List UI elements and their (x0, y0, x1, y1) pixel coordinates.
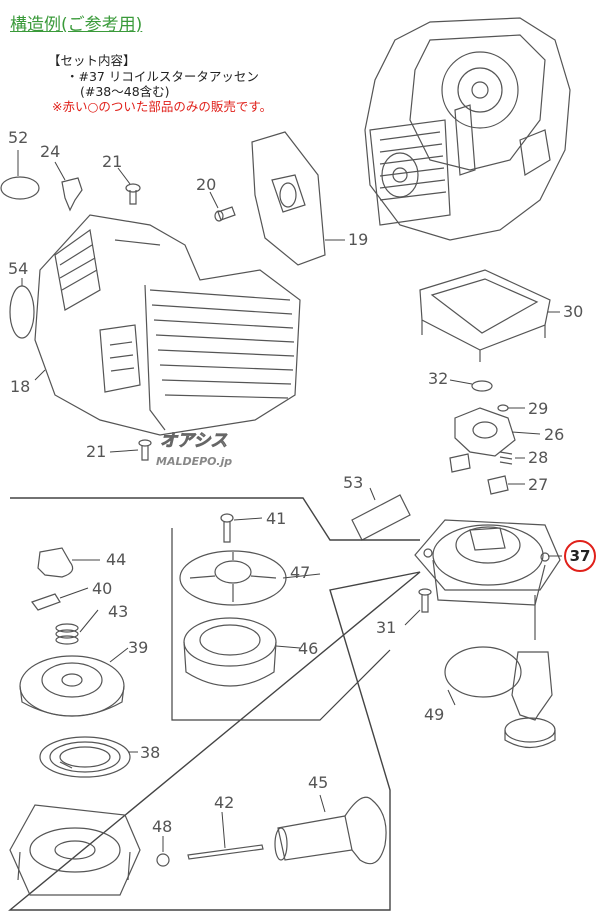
part-49-ring (444, 646, 522, 698)
part-number-46: 46 (298, 639, 318, 658)
starter-handle-illustration (504, 595, 556, 749)
part-42-rope (187, 844, 264, 860)
part-number-28: 28 (528, 448, 548, 467)
part-44-pawl (37, 547, 74, 578)
part-18-cover (34, 214, 301, 436)
part-54-ring (9, 285, 35, 339)
part-number-45: 45 (308, 773, 328, 792)
part-number-31: 31 (376, 618, 396, 637)
part-number-20: 20 (196, 175, 216, 194)
part-number-39: 39 (128, 638, 148, 657)
part-28-spring (499, 451, 513, 465)
part-number-26: 26 (544, 425, 564, 444)
part-number-41: 41 (266, 509, 286, 528)
watermark-brand: オアシス (160, 431, 227, 451)
part-number-47: 47 (290, 563, 310, 582)
sale-note: ※赤い○のついた部品のみの販売です。 (52, 99, 273, 114)
part-number-24: 24 (40, 142, 60, 161)
watermark-site: MALDEPO.jp (156, 455, 232, 468)
part-47-plate (179, 550, 287, 606)
part-43-spring (55, 623, 79, 645)
part-39-reel (19, 655, 125, 717)
part-19-gasket (251, 131, 326, 266)
part-number-32: 32 (428, 369, 448, 388)
part-40-pawl (31, 593, 61, 611)
set-contents-heading: 【セット内容】 (48, 53, 136, 68)
part-number-42: 42 (214, 793, 234, 812)
part-number-53: 53 (343, 473, 363, 492)
part-24-clip (61, 177, 83, 212)
part-number-43: 43 (108, 602, 128, 621)
part-number-30: 30 (563, 302, 583, 321)
part-number-49: 49 (424, 705, 444, 724)
part-number-29: 29 (528, 399, 548, 418)
part-number-54: 54 (8, 259, 28, 278)
part-53-sheet (351, 494, 411, 541)
part-21-bolt-lower (138, 439, 152, 461)
part-37-highlight-circle (564, 540, 596, 572)
exploded-view-frame (8, 497, 421, 911)
part-31-bolt (418, 588, 432, 613)
part-number-37: 37 (570, 547, 591, 565)
part-30-frame (419, 269, 551, 362)
part-29-washer (497, 404, 509, 412)
part-45-handle (274, 796, 387, 865)
part-27-pawl (487, 475, 509, 495)
part-number-48: 48 (152, 817, 172, 836)
part-number-19: 19 (348, 230, 368, 249)
part-number-52: 52 (8, 128, 28, 147)
part-number-38: 38 (140, 743, 160, 762)
part-number-21-lower: 21 (86, 442, 106, 461)
part-number-40: 40 (92, 579, 112, 598)
part-number-21-top: 21 (102, 152, 122, 171)
part-21-bolt-top (125, 183, 141, 205)
part-26-assembly (449, 407, 516, 473)
set-contents-item-sub: (#38〜48含む) (80, 84, 170, 99)
part-48-ball (156, 853, 170, 867)
part-41-bolt (220, 513, 234, 543)
part-number-27: 27 (528, 475, 548, 494)
engine-block-illustration (364, 17, 571, 241)
page-title: 構造例(ご参考用) (10, 15, 143, 35)
part-46-spool (183, 617, 277, 687)
part-20-bolt (214, 206, 236, 222)
part-number-44: 44 (106, 550, 126, 569)
part-38-spring (39, 736, 131, 778)
part-37-recoil-assembly (414, 519, 561, 606)
part-32-washer (471, 380, 493, 392)
set-contents-item: ・#37 リコイルスタータアッセン (66, 69, 259, 84)
recoil-case-illustration (9, 804, 141, 896)
part-52-ring (0, 176, 40, 200)
part-number-18: 18 (10, 377, 30, 396)
